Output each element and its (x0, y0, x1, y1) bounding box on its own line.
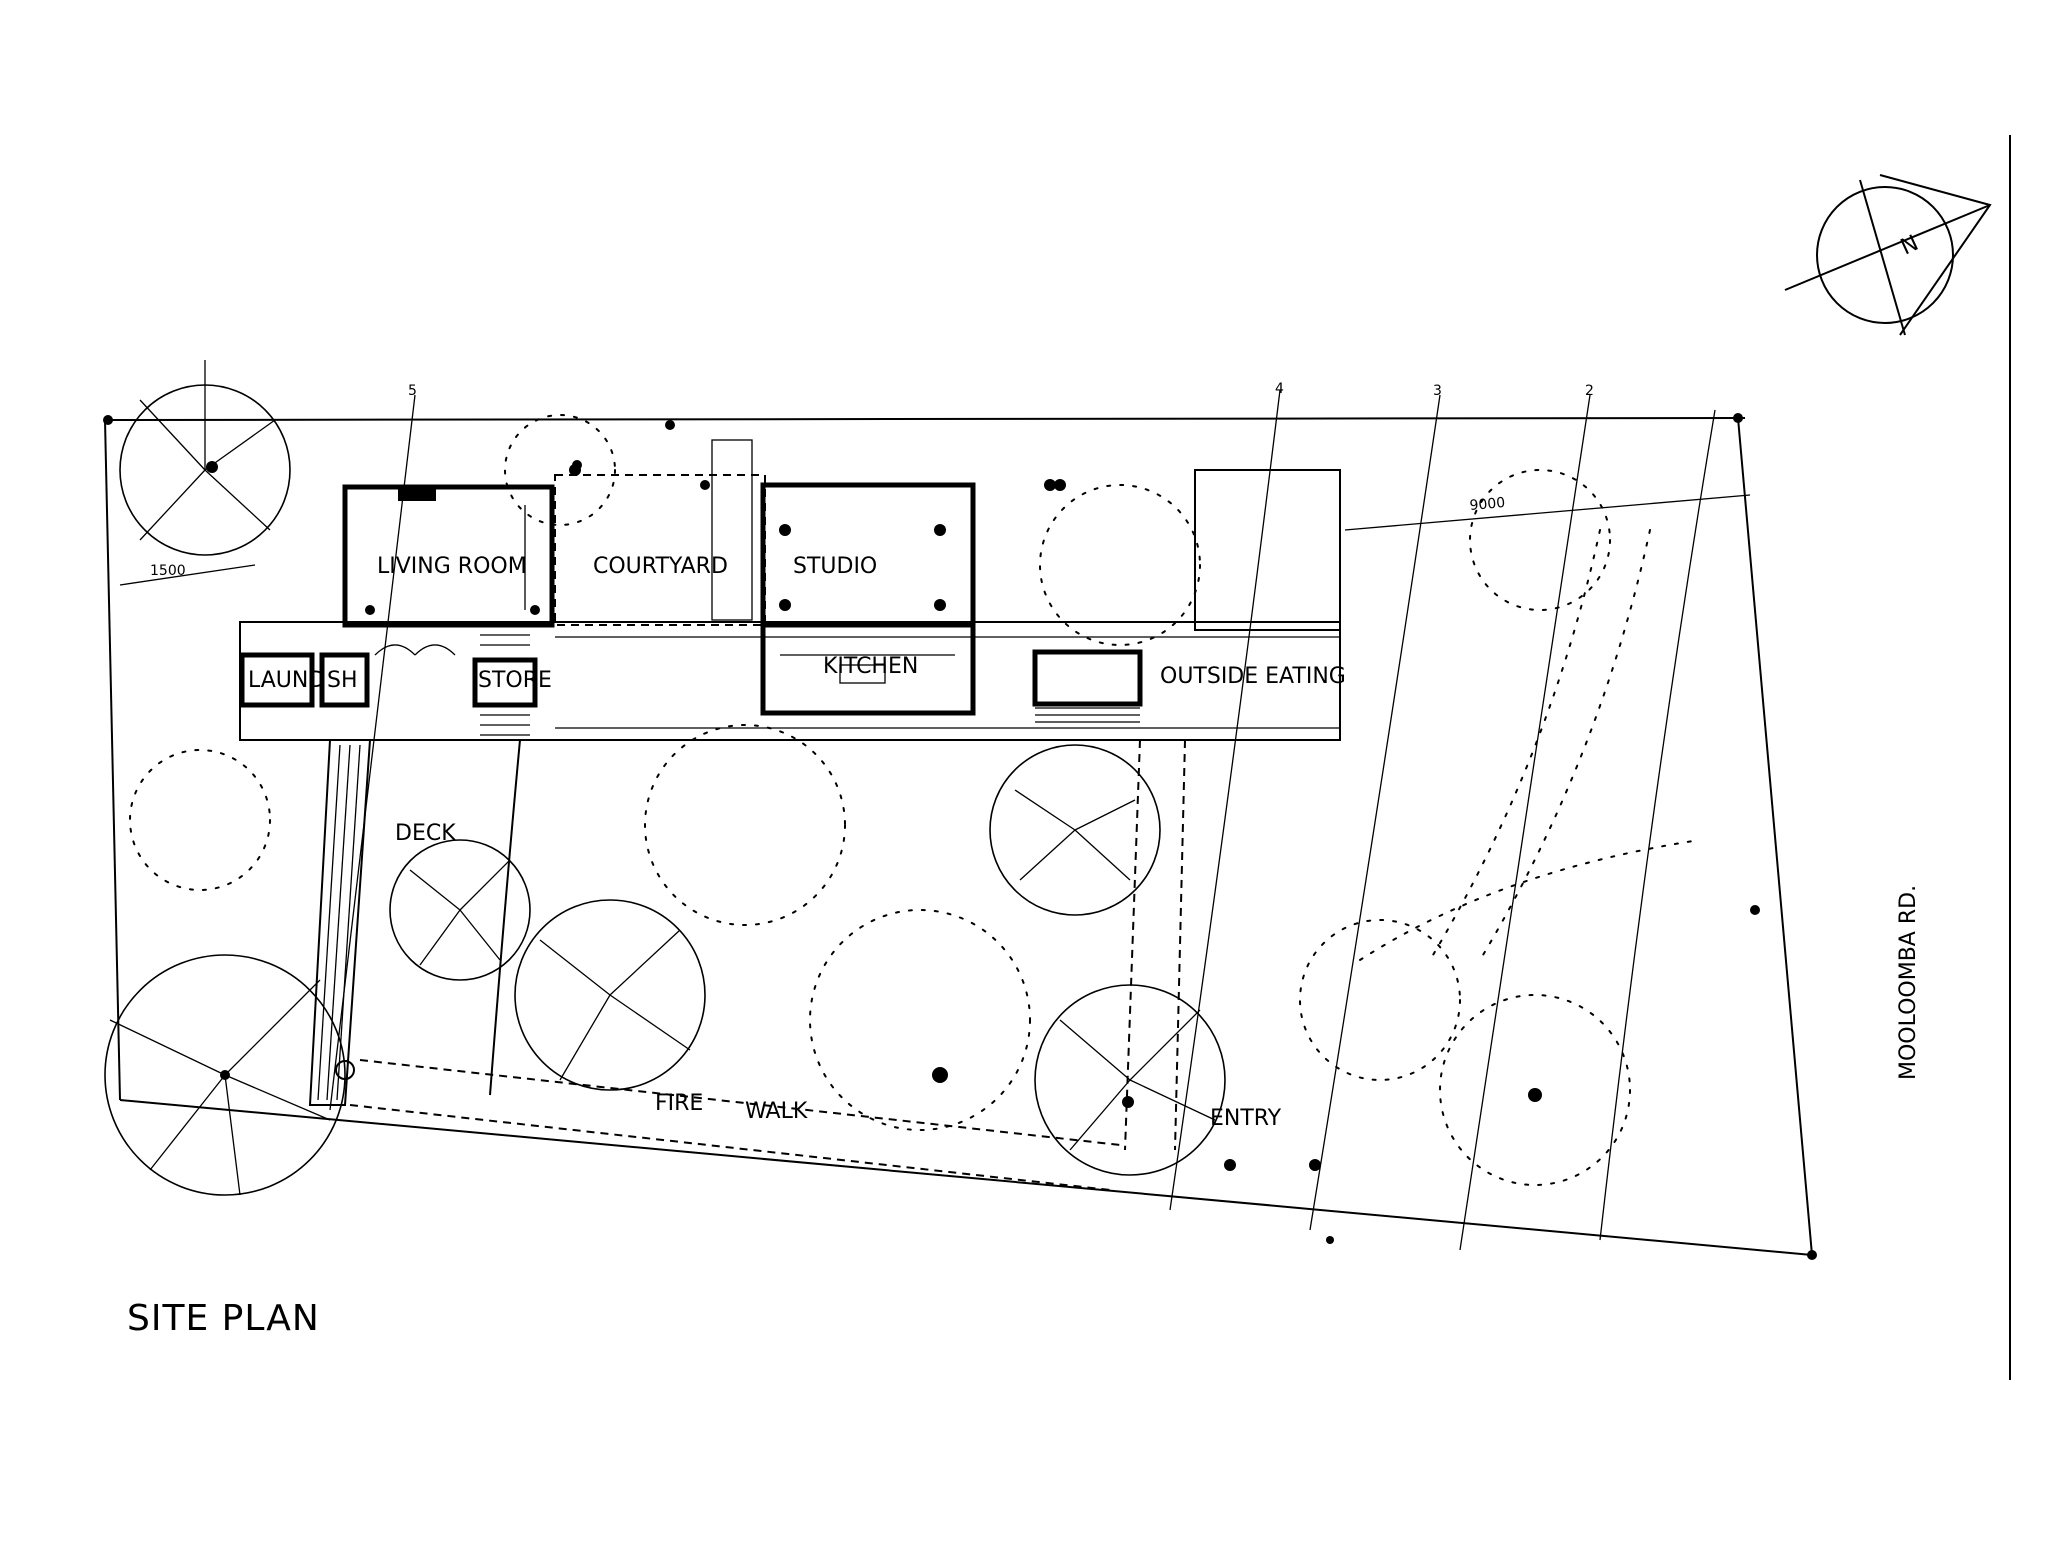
column (779, 599, 791, 611)
stepping-stones (569, 420, 1760, 1244)
grid-mark-2: 2 (1585, 383, 1594, 399)
courtyard-screen (711, 439, 753, 621)
site-boundary (103, 413, 1817, 1260)
column (934, 599, 946, 611)
fireplace (398, 487, 436, 501)
deck-edge (489, 739, 521, 1096)
tree-far-right (1439, 994, 1631, 1186)
column (1044, 479, 1056, 491)
tree-centre-top (644, 724, 846, 926)
fire-walk-edge (349, 1104, 1111, 1191)
dimensions: 1500 9000 (119, 494, 1751, 586)
dimension-right: 9000 (1469, 495, 1506, 514)
north-arrow-cross (1859, 179, 1906, 336)
tree-left-mid (129, 749, 271, 891)
column (530, 605, 540, 615)
labels: LIVING ROOM COURTYARD STUDIO KITCHEN OUT… (127, 554, 1921, 1339)
label-walk: WALK (745, 1099, 808, 1124)
contour-line (1309, 394, 1441, 1231)
corner-peg (103, 415, 113, 425)
boundary-left (104, 419, 121, 1101)
road-label: MOOLOOMBA RD. (1896, 885, 1921, 1080)
door-arc (374, 644, 416, 656)
label-outside-eating: OUTSIDE EATING (1160, 664, 1346, 689)
label-sh: SH (327, 668, 358, 693)
dimension-line-right (1344, 494, 1751, 531)
trees (104, 360, 1631, 1196)
contour-lines: 5 4 3 2 (329, 381, 1716, 1251)
garden-bed-edge (1359, 839, 1701, 961)
label-living-room: LIVING ROOM (377, 554, 527, 579)
column (779, 524, 791, 536)
outside-eating-wall (1194, 469, 1341, 631)
tree-entry-right (989, 744, 1161, 916)
store-walls (472, 657, 538, 708)
fire-walk (349, 1059, 1121, 1191)
deck-board (326, 744, 351, 1101)
garden-bed-edge (1479, 529, 1651, 961)
deck-board (317, 744, 341, 1101)
grid-mark-3: 3 (1433, 383, 1442, 399)
contour-line (1599, 409, 1716, 1241)
corner-peg (1807, 1250, 1817, 1260)
courtyard-outline (554, 474, 766, 626)
garden-bed (1359, 529, 1701, 961)
column (700, 480, 710, 490)
label-fire: FIRE (655, 1091, 703, 1116)
entry-path (1124, 739, 1186, 1151)
garden-bed-edge (1429, 529, 1601, 961)
boundary-bottom (119, 1099, 1813, 1256)
tree-centre (809, 909, 1031, 1131)
north-arrow-pointer (1879, 174, 1992, 336)
tree-garden-upper (504, 414, 616, 526)
entry-path-edge (1174, 739, 1186, 1151)
door-arc (414, 644, 456, 656)
label-laund: LAUND (248, 668, 325, 693)
deck (308, 739, 521, 1106)
entry-path-edge (1124, 739, 1141, 1151)
north-arrow-axis (1784, 204, 1991, 291)
dimension-left: 1500 (150, 563, 186, 579)
grid-mark-4: 4 (1275, 381, 1284, 397)
label-courtyard: COURTYARD (593, 554, 728, 579)
boundary-top (104, 417, 1741, 421)
north-arrow-circle (1816, 186, 1954, 324)
tree-entry (1034, 984, 1226, 1176)
column (365, 605, 375, 615)
living-room-walls (342, 484, 555, 628)
tree-fire-walk (514, 899, 706, 1091)
column (934, 524, 946, 536)
page-title: SITE PLAN (127, 1298, 320, 1339)
tree-right-mid (1469, 469, 1611, 611)
laundry-walls (239, 652, 315, 708)
tree-far-right-lower (1299, 919, 1461, 1081)
label-kitchen: KITCHEN (823, 654, 918, 679)
kitchen-sink (839, 664, 886, 684)
label-studio: STUDIO (793, 554, 877, 579)
shower-walls (319, 652, 370, 708)
contour-line (1459, 394, 1591, 1251)
tree-top-left (119, 360, 291, 556)
north-arrow: N (1784, 174, 1992, 336)
fire-walk-edge (359, 1059, 1121, 1146)
dimension-line-left (119, 564, 256, 586)
tree-top-right (1039, 479, 1201, 646)
boundary-right (1737, 417, 1813, 1256)
label-entry: ENTRY (1210, 1106, 1282, 1131)
corner-peg (1733, 413, 1743, 423)
grid-mark-5: 5 (408, 383, 417, 399)
kitchen-walls (760, 622, 976, 716)
building (239, 439, 1341, 741)
label-store: STORE (478, 668, 552, 693)
outside-eating-table (1032, 649, 1143, 707)
tree-bottom-left (104, 954, 346, 1196)
tree-deck (389, 839, 531, 981)
label-deck: DECK (395, 821, 456, 846)
contour-line (1169, 389, 1281, 1211)
